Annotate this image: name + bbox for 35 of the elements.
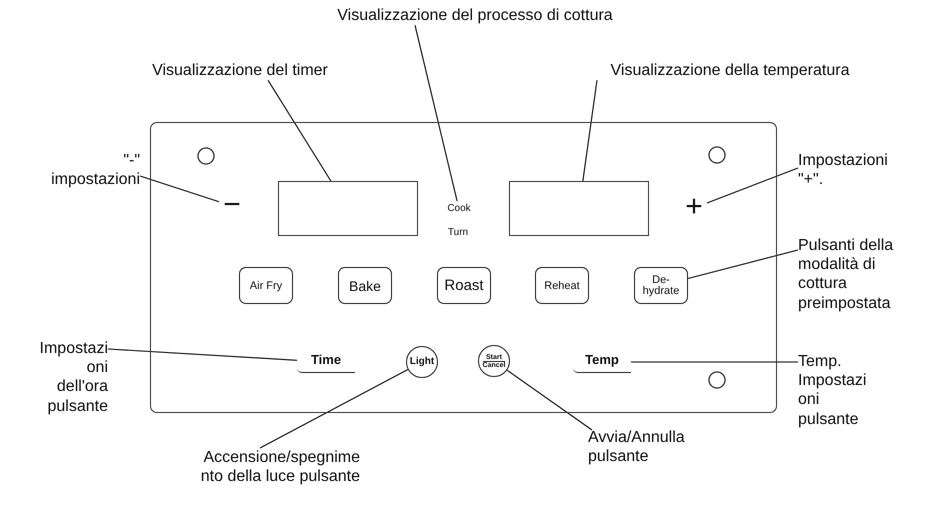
- leader-line: [414, 25, 458, 202]
- display-screen: [509, 181, 649, 236]
- leader-line: [506, 370, 592, 430]
- mode-button: Air Fry: [239, 267, 293, 304]
- indicator-text: Turn: [446, 227, 470, 238]
- callout-text: Temp. Impostazi oni pulsante: [798, 352, 878, 429]
- mode-button: Roast: [437, 267, 491, 304]
- control-panel: [150, 122, 777, 413]
- indicator-text: Cook: [439, 201, 479, 217]
- adjust-sign: +: [681, 194, 707, 222]
- leader-line: [706, 167, 798, 204]
- callout-text: "-" impostazioni: [38, 151, 140, 190]
- callout-text: Accensione/spegnime nto della luce pulsante: [185, 448, 360, 486]
- leader-line: [260, 369, 408, 448]
- leader-line: [108, 348, 298, 361]
- callout-text: Visualizzazione del timer: [110, 61, 370, 80]
- round-button: Light: [406, 346, 438, 378]
- setting-button: Temp: [573, 351, 631, 373]
- leader-line: [140, 175, 220, 202]
- leader-line: [268, 80, 332, 182]
- adjust-sign: −: [219, 192, 245, 220]
- leader-line: [688, 249, 798, 280]
- callout-text: Visualizzazione della temperatura: [585, 61, 875, 80]
- setting-button: Time: [297, 351, 355, 373]
- callout-text: Visualizzazione del processo di cottura: [330, 6, 620, 26]
- callout-text: Impostazioni "+".: [798, 151, 910, 190]
- display-screen: [278, 181, 418, 236]
- leader-line: [582, 80, 598, 182]
- callout-text: Pulsanti della modalità di cottura preimpostata: [798, 236, 920, 313]
- mode-button: Bake: [338, 267, 392, 304]
- mode-button: Reheat: [535, 267, 589, 304]
- leader-line: [631, 361, 798, 363]
- callout-text: Impostazi oni dell'ora pulsante: [34, 339, 108, 416]
- callout-text: Avvia/Annulla pulsante: [588, 428, 728, 466]
- mode-button: De- hydrate: [634, 267, 688, 304]
